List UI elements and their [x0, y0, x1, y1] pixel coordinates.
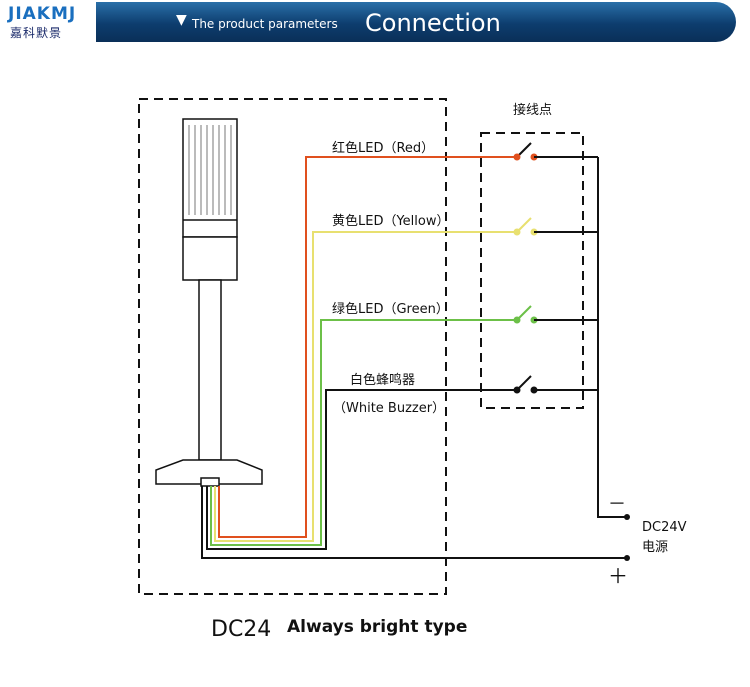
footer-type: Always bright type: [287, 617, 467, 637]
product-boundary: [138, 98, 447, 595]
black-wire: [206, 389, 517, 550]
red-wire: [218, 156, 517, 538]
tower-lamp: [182, 118, 238, 238]
red-led-label: 红色LED（Red）: [332, 140, 434, 156]
chevron-down-icon: ▼: [176, 12, 187, 28]
brand-logo: JIAKMJ 嘉科默景: [2, 2, 94, 42]
yellow-switch: [513, 217, 598, 236]
green-wire: [210, 319, 517, 546]
common-wire: [201, 486, 627, 559]
buzzer-switch: [513, 375, 598, 394]
tower-base-block: [182, 236, 238, 281]
terminal-box: [480, 132, 584, 409]
page-title: Connection: [365, 9, 501, 37]
plus-sign: ＋: [608, 564, 628, 588]
wires: [201, 156, 627, 559]
positive-terminal: [624, 555, 630, 561]
tower-pole: [198, 279, 222, 461]
negative-terminal: [624, 514, 630, 520]
params-label: The product parameters: [192, 17, 338, 31]
power-voltage-label: DC24V: [642, 520, 687, 535]
signal-tower: [155, 118, 263, 487]
logo-text: JIAKMJ: [8, 4, 77, 24]
negative-bus: [597, 157, 627, 518]
logo-chinese-text: 嘉科默景: [10, 26, 63, 40]
minus-sign: －: [608, 494, 626, 515]
power-source-label: 电源: [642, 540, 668, 555]
green-led-label: 绿色LED（Green）: [332, 301, 449, 317]
terminal-label: 接线点: [513, 102, 552, 118]
header-banner: JIAKMJ 嘉科默景 ▼ The product parameters Con…: [0, 0, 750, 44]
tower-flange: [155, 459, 263, 485]
yellow-wire: [214, 231, 517, 542]
red-switch: [513, 142, 598, 161]
green-switch: [513, 305, 598, 324]
cable-outlet: [200, 477, 220, 487]
title-bar: [96, 2, 736, 42]
footer-model: DC24: [211, 617, 271, 642]
buzzer-label-en: （White Buzzer）: [333, 401, 445, 416]
yellow-led-label: 黄色LED（Yellow）: [332, 213, 450, 229]
switches: [513, 142, 627, 518]
buzzer-label-cn: 白色蜂鸣器: [350, 372, 415, 388]
